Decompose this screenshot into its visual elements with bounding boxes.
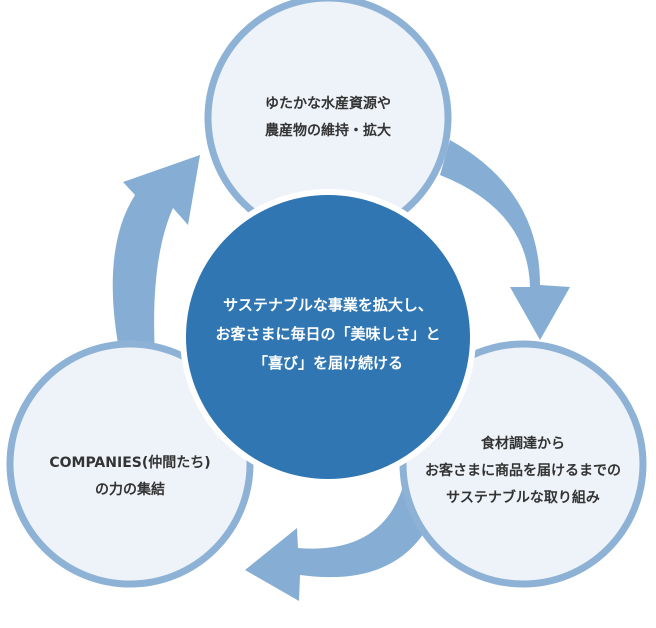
node-left-line-1: COMPANIES(仲間たち) [49, 455, 211, 471]
node-label-right: 食材調達から お客さまに商品を届けるまでの サステナブルな取り組み [398, 431, 648, 512]
node-left-line-2: の力の集結 [95, 482, 165, 498]
center-circle [180, 189, 476, 485]
node-right-line-2: お客さまに商品を届けるまでの [425, 463, 621, 479]
center-line-2: お客さまに毎日の「美味しさ」と [215, 325, 441, 343]
center-line-1: サステナブルな事業を拡大し、 [223, 296, 433, 314]
node-right-line-1: 食材調達から [481, 436, 565, 452]
node-top-line-2: 農産物の維持・拡大 [265, 123, 391, 139]
arrow-top-to-right [440, 140, 570, 340]
node-top-line-1: ゆたかな水産資源や [265, 96, 391, 112]
node-label-left: COMPANIES(仲間たち) の力の集結 [20, 450, 240, 504]
node-circle-left [6, 340, 254, 588]
arrow-left-to-top [112, 155, 200, 355]
node-label-top: ゆたかな水産資源や 農産物の維持・拡大 [213, 91, 443, 145]
node-right-line-3: サステナブルな取り組み [446, 490, 600, 506]
center-line-3: 「喜び」を届け続ける [252, 354, 403, 372]
center-label: サステナブルな事業を拡大し、 お客さまに毎日の「美味しさ」と 「喜び」を届け続け… [183, 291, 473, 378]
arrow-right-to-left [245, 480, 440, 601]
